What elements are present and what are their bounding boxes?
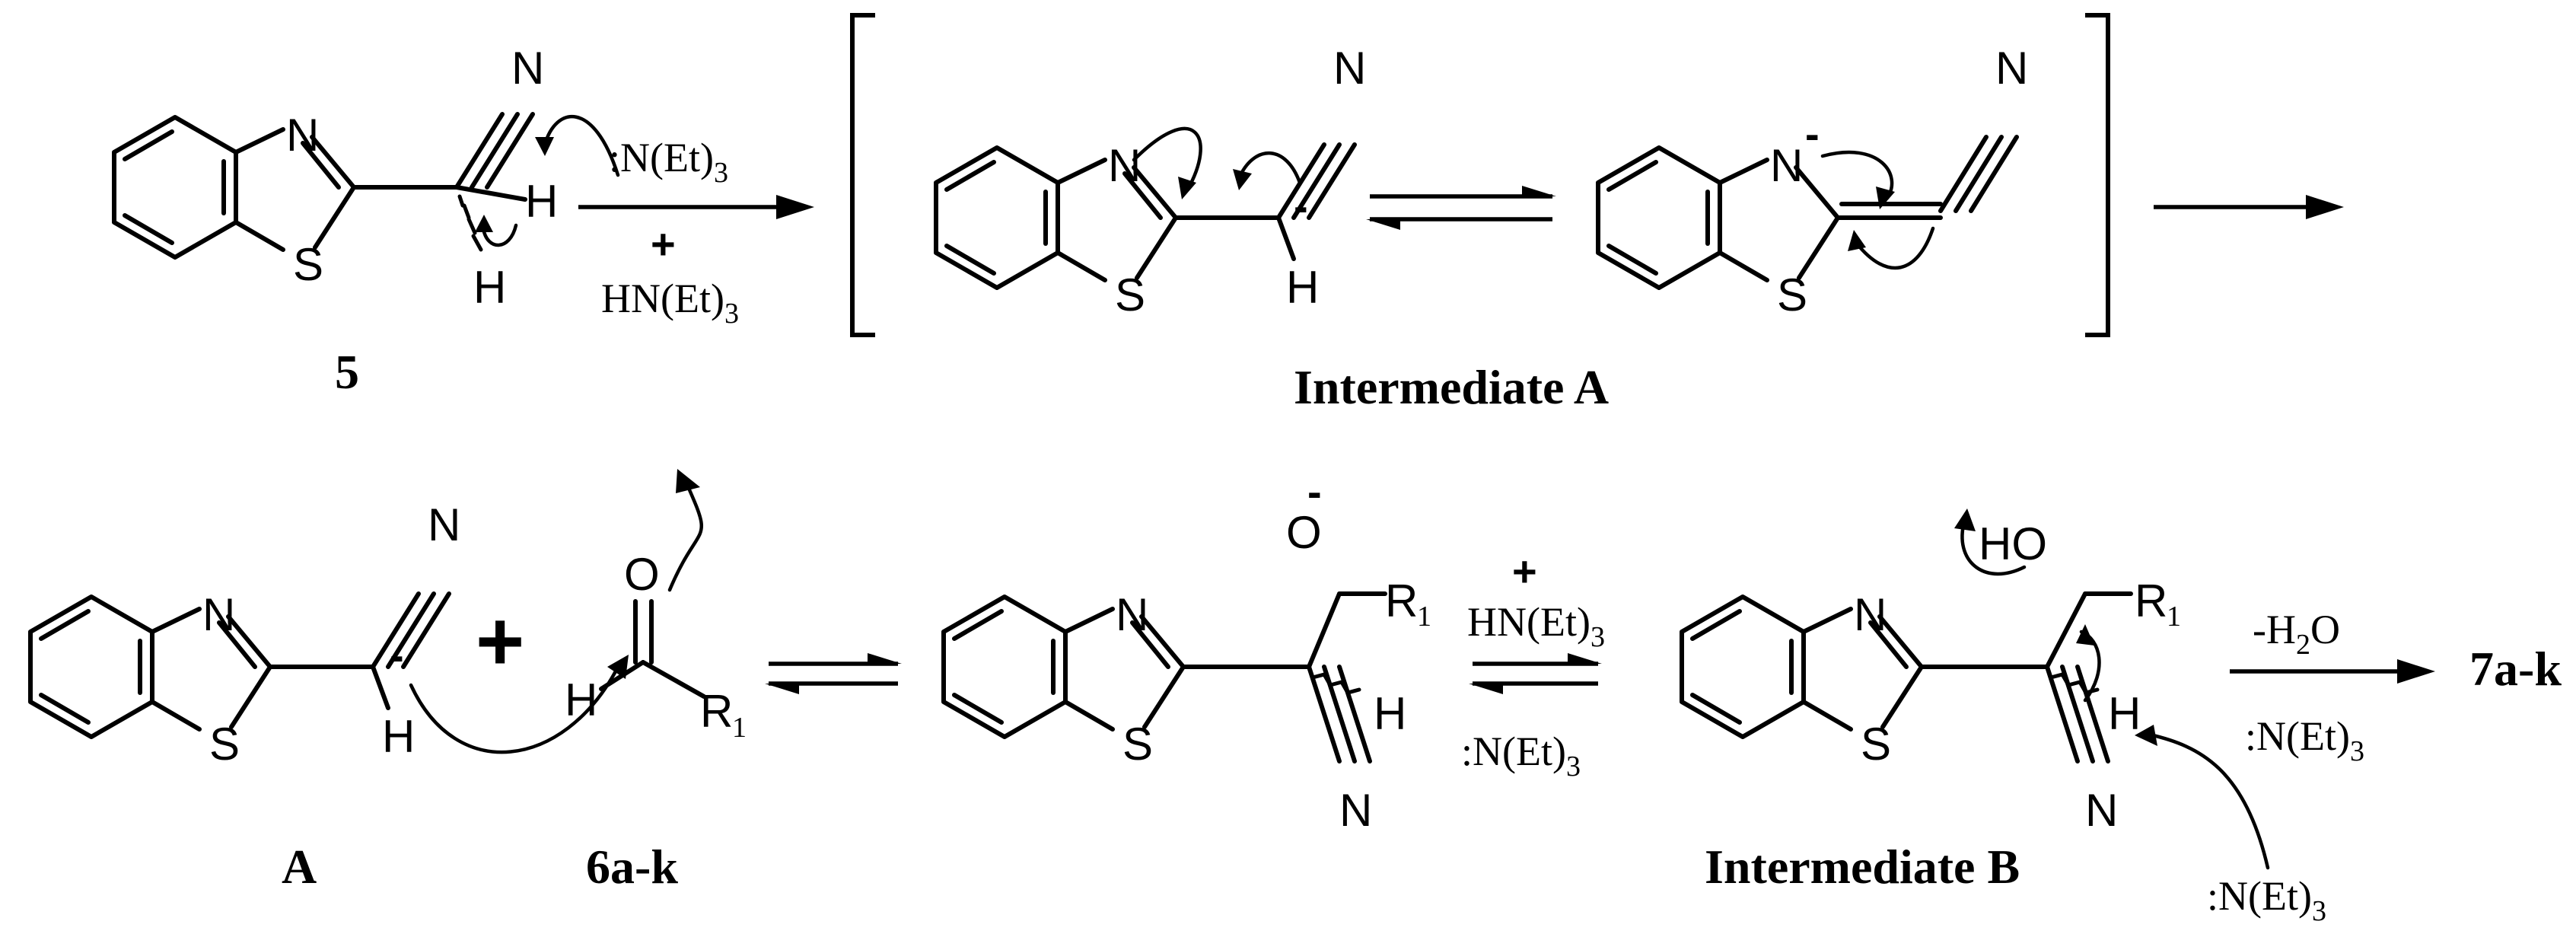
label-a: A: [282, 840, 317, 894]
svg-text:N: N: [1116, 589, 1148, 640]
bracket-right: [2085, 13, 2110, 337]
reagent-base-3: :N(Et)3: [2207, 873, 2326, 927]
svg-text:1: 1: [1417, 601, 1431, 633]
svg-text:1: 1: [2167, 601, 2181, 633]
bracket-left: [850, 13, 875, 337]
svg-text:N: N: [1339, 785, 1372, 836]
equilibrium-arrows-right: [1469, 653, 1602, 694]
label-intermediate-a: Intermediate A: [1294, 360, 1609, 414]
reagent-base-2: :N(Et)3: [1461, 728, 1581, 783]
svg-text:S: S: [1115, 269, 1145, 320]
aldehyde-6a-k-structure: O R 1 H: [565, 469, 747, 744]
atom-n-nitrile: N: [511, 43, 544, 94]
plus-charge-2: +: [1512, 547, 1537, 595]
svg-text:S: S: [1777, 269, 1807, 320]
svg-text:-: -: [1805, 110, 1820, 158]
label-intermediate-b: Intermediate B: [1705, 840, 2020, 894]
intermediate-a-resonance: N - S N: [1598, 43, 2028, 320]
svg-text:R: R: [2135, 575, 2167, 626]
svg-text::N(Et)3: :N(Et)3: [2207, 873, 2326, 927]
svg-text:R: R: [1385, 575, 1418, 626]
reagent-conjugate-acid-2: HN(Et)3: [1467, 599, 1605, 653]
svg-text:-: -: [1294, 182, 1308, 230]
svg-text:HN(Et)3: HN(Et)3: [1467, 599, 1605, 653]
svg-text:N: N: [1995, 43, 2028, 94]
svg-text:N: N: [1108, 140, 1141, 191]
atom-s: S: [293, 239, 323, 290]
svg-text:N: N: [428, 499, 460, 550]
svg-text::N(Et)3: :N(Et)3: [1461, 728, 1581, 783]
reagent-base-4: :N(Et)3: [2245, 713, 2364, 767]
intermediate-a-carbanion: N S N H -: [936, 43, 1366, 320]
intermediate-b-structure: N S HO R 1 H N: [1682, 508, 2270, 870]
svg-text:O: O: [1286, 507, 1322, 558]
svg-text::N(Et)3: :N(Et)3: [609, 135, 728, 189]
equilibrium-arrows-mid: [765, 653, 902, 694]
atom-h: H: [473, 262, 506, 313]
svg-text::N(Et)3: :N(Et)3: [2245, 713, 2364, 767]
atom-h-acidic: H: [525, 176, 558, 227]
svg-text:-: -: [390, 631, 404, 679]
svg-text:H: H: [2108, 688, 2141, 739]
svg-text:-: -: [1307, 467, 1322, 515]
svg-text:H: H: [382, 711, 415, 762]
svg-text:-H2O: -H2O: [2253, 607, 2340, 661]
alkoxide-adduct-structure: N S O - R 1 H N: [944, 467, 1431, 836]
reagent-water: -H2O: [2253, 607, 2340, 661]
svg-text:N: N: [1854, 589, 1887, 640]
svg-text:N: N: [202, 589, 235, 640]
svg-text:H: H: [1286, 262, 1319, 313]
svg-text:1: 1: [732, 712, 747, 744]
svg-text:N: N: [1333, 43, 1366, 94]
label-6a-k: 6a-k: [586, 840, 678, 894]
svg-text:S: S: [1861, 719, 1891, 770]
svg-text:H: H: [565, 674, 597, 725]
atom-n: N: [286, 110, 319, 161]
label-compound-5: 5: [335, 345, 359, 399]
svg-text:N: N: [1770, 140, 1803, 191]
svg-text:HO: HO: [1979, 518, 2047, 569]
svg-text:H: H: [1374, 688, 1406, 739]
svg-text:R: R: [700, 686, 733, 737]
svg-text:O: O: [624, 549, 660, 600]
svg-text:HN(Et)3: HN(Et)3: [601, 276, 739, 330]
svg-text:N: N: [2085, 785, 2118, 836]
reagent-base-top: :N(Et)3: [609, 135, 728, 189]
compound-5-structure: N S N H H: [114, 43, 620, 313]
svg-text:S: S: [209, 719, 240, 770]
reagent-conjugate-acid: HN(Et)3: [601, 276, 739, 330]
plus-sign: +: [476, 595, 524, 688]
label-7a-k: 7a-k: [2469, 642, 2562, 696]
carbanion-a-structure: N S N H -: [30, 499, 629, 770]
plus-charge: +: [651, 220, 676, 268]
svg-text:S: S: [1122, 719, 1153, 770]
equilibrium-arrows-top: [1366, 186, 1556, 230]
